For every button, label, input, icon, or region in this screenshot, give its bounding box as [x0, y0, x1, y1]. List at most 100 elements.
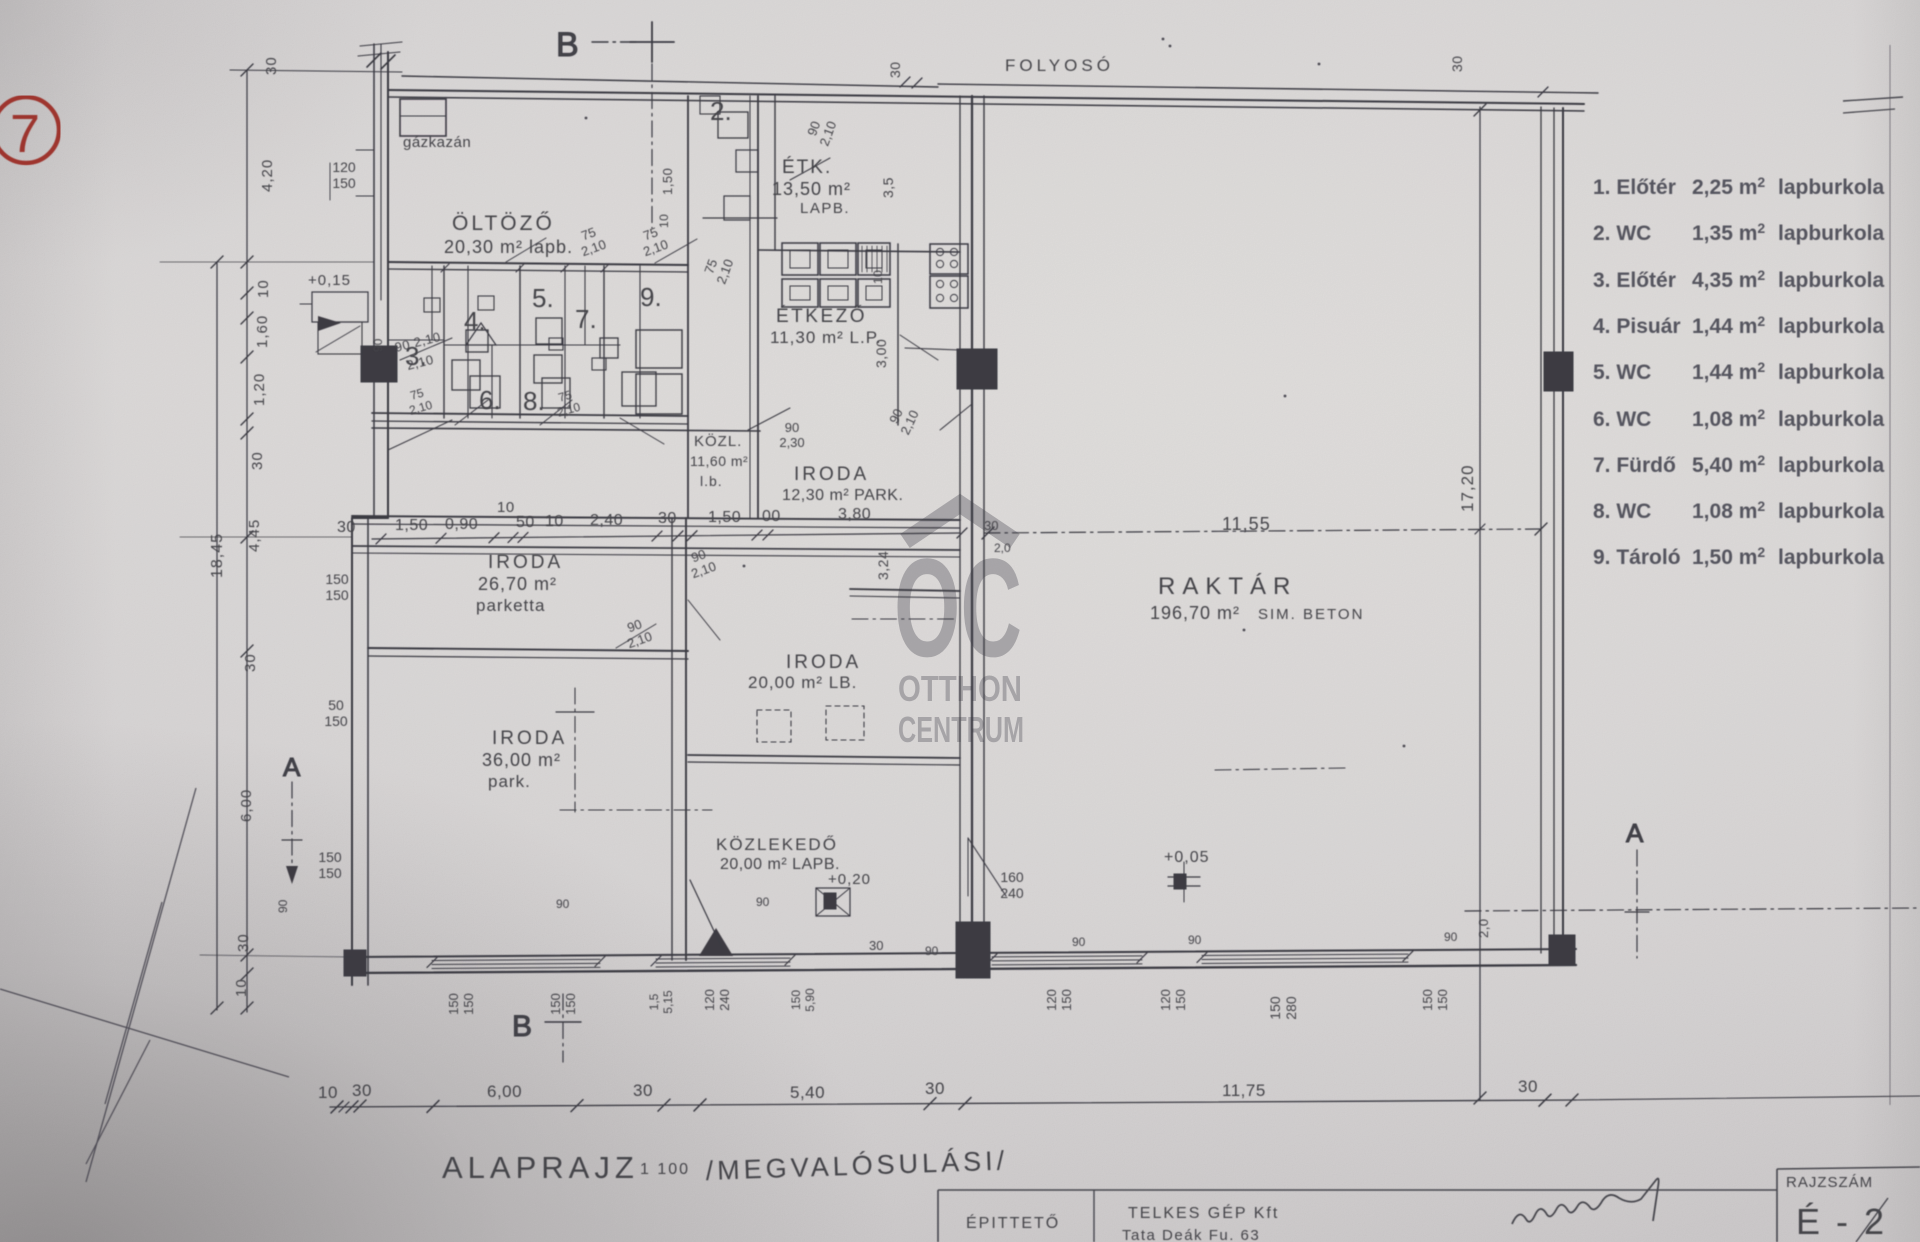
svg-text:150: 150 — [318, 849, 342, 865]
svg-text:150: 150 — [563, 993, 578, 1015]
svg-text:B: B — [556, 26, 581, 64]
svg-text:RAJZSZÁM: RAJZSZÁM — [1786, 1174, 1873, 1191]
svg-text:00: 00 — [762, 508, 781, 525]
svg-text:KÖZL.: KÖZL. — [694, 432, 742, 450]
svg-text:10: 10 — [657, 214, 671, 228]
svg-text:20,30 m² lapb.: 20,30 m² lapb. — [444, 237, 573, 257]
svg-text:IRODA: IRODA — [492, 728, 567, 749]
svg-text:IRODA: IRODA — [488, 552, 563, 573]
svg-text:150: 150 — [1059, 989, 1074, 1011]
svg-text:90: 90 — [804, 119, 823, 138]
svg-text:11,55: 11,55 — [1222, 514, 1271, 534]
svg-text:KÖZLEKEDŐ: KÖZLEKEDŐ — [716, 835, 838, 854]
svg-text:6. WC: 6. WC — [1593, 408, 1651, 431]
svg-text:20,00 m² LAPB.: 20,00 m² LAPB. — [720, 856, 840, 873]
svg-text:lapburkola: lapburkola — [1778, 315, 1885, 338]
svg-text:SIM. BETON: SIM. BETON — [1258, 606, 1364, 623]
svg-text:1,60: 1,60 — [254, 315, 271, 348]
svg-text:0,90: 0,90 — [445, 516, 478, 533]
svg-text:150: 150 — [1173, 989, 1188, 1011]
svg-text:5,90: 5,90 — [803, 988, 817, 1012]
svg-text:2,10: 2,10 — [405, 352, 435, 373]
svg-text:18,45: 18,45 — [209, 533, 226, 578]
svg-text:+0,20: +0,20 — [828, 871, 871, 888]
svg-text:30: 30 — [887, 61, 903, 78]
svg-text:12,30 m² PARK.: 12,30 m² PARK. — [782, 487, 903, 504]
svg-text:8.: 8. — [523, 386, 545, 416]
svg-text:lapburkola: lapburkola — [1778, 176, 1885, 199]
svg-text:1,08 m2: 1,08 m2 — [1692, 406, 1765, 431]
svg-text:1,50: 1,50 — [708, 509, 741, 526]
svg-text:+0,15: +0,15 — [308, 272, 351, 289]
svg-text:90: 90 — [886, 406, 906, 425]
svg-text:50: 50 — [516, 514, 535, 531]
svg-text:240: 240 — [717, 989, 732, 1011]
svg-text:10: 10 — [318, 1083, 338, 1102]
svg-text:150: 150 — [446, 993, 461, 1015]
svg-text:ALAPRAJZ: ALAPRAJZ — [442, 1150, 639, 1185]
svg-text:150: 150 — [1267, 996, 1283, 1020]
svg-text:1,08 m2: 1,08 m2 — [1692, 498, 1765, 523]
svg-text:ÉTK.: ÉTK. — [782, 157, 832, 178]
svg-text:IRODA: IRODA — [794, 464, 869, 485]
svg-text:150: 150 — [325, 571, 349, 587]
svg-text:17,20: 17,20 — [1458, 464, 1477, 512]
svg-text:75: 75 — [641, 224, 660, 243]
svg-text:2,0: 2,0 — [1476, 918, 1491, 938]
svg-text:90: 90 — [785, 420, 799, 435]
svg-text:30: 30 — [242, 653, 259, 672]
svg-text:1,44 m2: 1,44 m2 — [1692, 359, 1765, 384]
svg-text:3,80: 3,80 — [838, 506, 871, 523]
svg-text:4,45: 4,45 — [246, 519, 263, 552]
svg-text:lapburkola: lapburkola — [1778, 361, 1885, 384]
svg-text:10: 10 — [545, 513, 564, 530]
svg-text:2,10: 2,10 — [408, 398, 435, 418]
svg-text:10: 10 — [233, 978, 250, 997]
svg-text:36,00 m²: 36,00 m² — [482, 750, 561, 770]
svg-text:30: 30 — [869, 938, 883, 953]
svg-text:90: 90 — [1072, 935, 1086, 949]
svg-text:7. Fürdő: 7. Fürdő — [1593, 454, 1676, 477]
svg-text:5,40 m2: 5,40 m2 — [1692, 452, 1765, 477]
svg-text:120: 120 — [1158, 989, 1173, 1011]
svg-text:150: 150 — [461, 993, 476, 1015]
svg-text:1 100: 1 100 — [640, 1161, 690, 1178]
svg-text:4.: 4. — [464, 306, 486, 336]
svg-text:7.: 7. — [575, 304, 597, 334]
svg-text:150: 150 — [324, 713, 348, 729]
svg-text:3,5: 3,5 — [880, 177, 896, 198]
svg-text:2,0: 2,0 — [994, 541, 1011, 555]
svg-text:160: 160 — [1000, 869, 1024, 885]
svg-text:30: 30 — [1449, 55, 1465, 72]
svg-text:l.b.: l.b. — [700, 473, 723, 489]
svg-text:É - 2: É - 2 — [1796, 1201, 1887, 1242]
svg-text:10: 10 — [255, 279, 272, 298]
svg-text:11,60 m²: 11,60 m² — [690, 453, 748, 469]
svg-text:1,35 m2: 1,35 m2 — [1692, 220, 1765, 245]
svg-text:2,40: 2,40 — [590, 512, 623, 529]
svg-text:parketta: parketta — [476, 596, 545, 615]
svg-text:LAPB.: LAPB. — [800, 200, 850, 217]
svg-text:11,75: 11,75 — [1222, 1081, 1266, 1100]
svg-text:1,50 m2: 1,50 m2 — [1692, 544, 1765, 569]
svg-text:13,50 m²: 13,50 m² — [772, 179, 851, 199]
svg-text:2,30: 2,30 — [779, 435, 804, 450]
svg-text:90: 90 — [625, 616, 644, 635]
svg-text:lapburkola: lapburkola — [1778, 500, 1885, 523]
svg-text:30: 30 — [352, 1081, 372, 1100]
svg-text:2,10: 2,10 — [556, 400, 583, 420]
svg-text:ÉTKEZŐ: ÉTKEZŐ — [776, 305, 867, 327]
svg-text:3,24: 3,24 — [875, 551, 891, 580]
svg-text:150: 150 — [325, 587, 349, 603]
svg-text:4,35 m2: 4,35 m2 — [1692, 267, 1765, 292]
svg-text:150: 150 — [332, 175, 356, 191]
svg-text:90: 90 — [1188, 933, 1202, 947]
svg-text:150: 150 — [548, 993, 563, 1015]
svg-text:8. WC: 8. WC — [1593, 500, 1651, 523]
svg-text:lapburkola: lapburkola — [1778, 454, 1885, 477]
svg-text:10: 10 — [871, 270, 885, 284]
svg-text:ÖLTÖZŐ: ÖLTÖZŐ — [452, 212, 555, 235]
svg-text:75: 75 — [557, 387, 574, 404]
svg-text:B: B — [512, 1010, 534, 1043]
svg-text:120: 120 — [1044, 989, 1059, 1011]
